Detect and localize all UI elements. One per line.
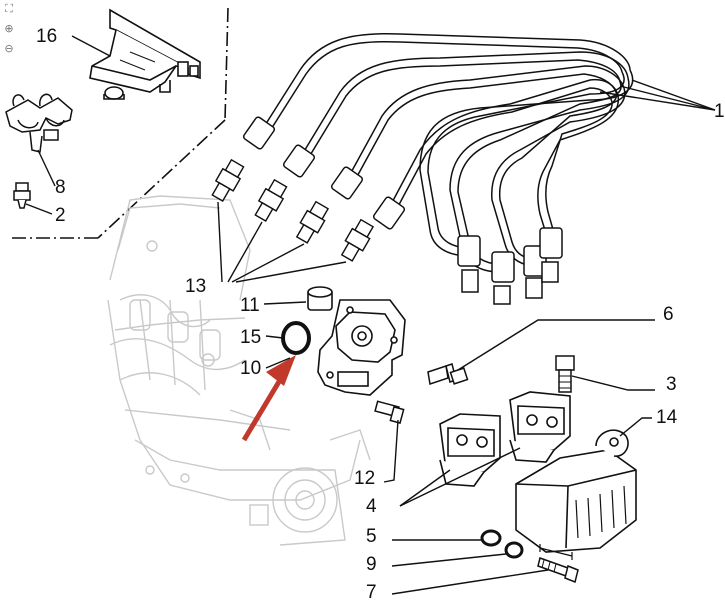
- part-14-cover: [515, 429, 637, 553]
- leader-3: [571, 375, 655, 391]
- part-5-washer: [480, 529, 502, 547]
- leader-12: [383, 419, 399, 483]
- bolt-length-marker: [539, 544, 573, 560]
- callout-14: 14: [656, 407, 678, 428]
- viewer-toolbar: ⛶ ⊕ ⊖: [2, 2, 18, 62]
- leader-9: [391, 553, 507, 567]
- callout-10: 10: [240, 358, 261, 379]
- callout-3: 3: [666, 374, 677, 395]
- distributor-housing: [317, 299, 406, 396]
- leader-15: [265, 335, 284, 339]
- part-13-spark-plugs: [211, 158, 375, 262]
- lead-caps: [242, 116, 563, 305]
- callout-4: 4: [366, 496, 377, 517]
- leader-11: [263, 301, 307, 305]
- part-12-bolt: [374, 400, 405, 424]
- part-2-screw: [13, 182, 31, 209]
- part-4-coil-right: [509, 391, 571, 463]
- part-6-flange-bolt: [427, 363, 469, 385]
- leader-6: [457, 319, 655, 371]
- part-16-bracket: [89, 8, 201, 100]
- inset-border: [10, 7, 229, 239]
- leader-4: [399, 447, 521, 507]
- callout-15: 15: [240, 327, 261, 348]
- callout-12: 12: [354, 468, 375, 489]
- part-1-ignition-leads: [261, 32, 634, 273]
- callout-5: 5: [366, 526, 377, 547]
- part-9-washer: [504, 541, 524, 559]
- part-11-bush: [307, 286, 333, 311]
- callout-7: 7: [366, 582, 377, 602]
- part-15-seal-ring: [281, 321, 311, 355]
- callout-13: 13: [185, 276, 206, 297]
- leader-8: [37, 149, 56, 187]
- part-8-clip: [5, 93, 73, 153]
- leader-13: [217, 201, 347, 283]
- callout-2: 2: [55, 205, 66, 226]
- leader-16: [71, 35, 111, 57]
- callout-16: 16: [36, 26, 57, 47]
- callout-1: 1: [714, 101, 725, 122]
- engine-block-background: [107, 195, 371, 546]
- callout-9: 9: [366, 554, 377, 575]
- zoom-in-icon[interactable]: ⊕: [4, 22, 14, 35]
- leader-1: [599, 79, 716, 111]
- callout-8: 8: [55, 177, 66, 198]
- callout-6: 6: [663, 304, 674, 325]
- leader-14: [619, 417, 652, 437]
- fit-page-icon[interactable]: ⛶: [5, 2, 13, 15]
- part-3-bolt: [555, 355, 575, 393]
- part-4-coil-left: [439, 413, 501, 487]
- leader-2: [25, 203, 53, 215]
- zoom-out-icon[interactable]: ⊖: [4, 42, 14, 55]
- red-indicator-arrow: [241, 355, 296, 442]
- part-7-long-bolt: [537, 557, 579, 584]
- callout-11: 11: [240, 295, 260, 316]
- leader-10: [265, 357, 291, 369]
- leader-7: [391, 569, 549, 595]
